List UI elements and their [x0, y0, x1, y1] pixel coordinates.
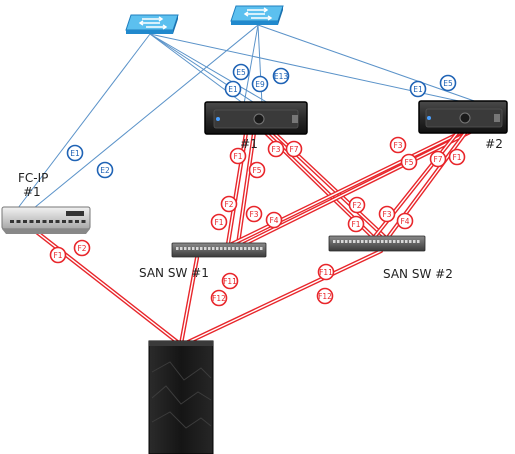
- port-badge-text: F2: [352, 201, 361, 210]
- port-badge-e13: E13: [272, 67, 290, 85]
- port-badge-text: F1: [53, 251, 62, 260]
- port-badge-e5: E5: [439, 74, 457, 92]
- port-badge-text: F11: [223, 277, 237, 286]
- port-badge-text: F12: [212, 294, 226, 303]
- port-badge-text: F4: [400, 217, 409, 226]
- port-badge-f3: F3: [378, 205, 396, 223]
- port-badge-text: E5: [236, 68, 246, 77]
- port-badge-text: F7: [289, 145, 298, 154]
- port-badge-text: F2: [224, 200, 233, 209]
- ethernet-switch-1[interactable]: [125, 14, 179, 34]
- port-badge-text: F12: [318, 292, 332, 301]
- port-badge-text: F2: [77, 244, 86, 253]
- port-badge-text: F4: [269, 216, 278, 225]
- san-switch-icon: [328, 235, 426, 252]
- network-switch-icon: [125, 14, 179, 34]
- port-badge-text: F1: [351, 220, 360, 229]
- port-badge-text: F1: [214, 218, 223, 227]
- port-badge-text: F11: [319, 268, 333, 277]
- port-badge-f1: F1: [229, 147, 247, 165]
- san-switch-1[interactable]: [171, 242, 267, 258]
- ethernet-link: [257, 24, 481, 104]
- port-badge-f3: F3: [389, 136, 407, 154]
- ethernet-link: [243, 24, 259, 105]
- port-badge-e1: E1: [409, 80, 427, 98]
- port-badge-f11: F11: [317, 263, 335, 281]
- port-badge-f12: F12: [316, 287, 334, 305]
- port-badge-e1: E1: [66, 144, 84, 162]
- ethernet-link: [149, 33, 271, 105]
- port-badge-text: F5: [404, 158, 413, 167]
- port-badge-text: F3: [382, 210, 391, 219]
- fc-ip-router[interactable]: [1, 206, 91, 234]
- port-badge-f2: F2: [348, 196, 366, 214]
- port-badge-text: F1: [233, 152, 242, 161]
- server-1[interactable]: [204, 101, 308, 135]
- fcip-label: FC-IP: [18, 171, 48, 185]
- port-badge-f3: F3: [267, 140, 285, 158]
- port-badge-f7: F7: [285, 140, 303, 158]
- port-badge-f3: F3: [245, 205, 263, 223]
- port-badge-text: E1: [70, 149, 80, 158]
- port-badge-f1: F1: [49, 246, 67, 264]
- port-badge-text: E1: [413, 85, 423, 94]
- port-badge-f2: F2: [220, 195, 238, 213]
- server-2-label: #2: [485, 137, 503, 151]
- port-badge-text: F5: [252, 166, 261, 175]
- port-badge-e5: E5: [232, 63, 250, 81]
- port-badge-text: E13: [274, 72, 289, 81]
- port-badge-f1: F1: [347, 215, 365, 233]
- port-badge-text: F3: [393, 141, 402, 150]
- ethernet-switch-2[interactable]: [230, 5, 284, 25]
- port-badge-text: E1: [228, 85, 238, 94]
- port-badge-e2: E2: [96, 161, 114, 179]
- port-badge-text: F3: [249, 210, 258, 219]
- server-1-label: #1: [240, 137, 258, 151]
- port-badge-e1: E1: [224, 80, 242, 98]
- ethernet-link: [17, 33, 151, 209]
- rack-server-icon: [418, 100, 508, 134]
- port-badge-f1: F1: [448, 148, 466, 166]
- san-switch-2[interactable]: [328, 235, 426, 252]
- port-badge-f5: F5: [248, 161, 266, 179]
- server-2[interactable]: [418, 100, 508, 134]
- san-switch-2-label: SAN SW #2: [383, 267, 453, 281]
- port-badge-f4: F4: [396, 212, 414, 230]
- san-switch-1-label: SAN SW #1: [139, 266, 209, 280]
- port-badge-text: E5: [443, 79, 453, 88]
- port-badge-f1: F1: [210, 213, 228, 231]
- fc-ip-router-icon: [1, 206, 91, 234]
- port-badge-f5: F5: [400, 153, 418, 171]
- storage-array-icon: [148, 340, 214, 454]
- port-badge-f11: F11: [221, 272, 239, 290]
- port-badge-f2: F2: [73, 239, 91, 257]
- port-badge-f7: F7: [429, 150, 447, 168]
- ethernet-links: [17, 24, 481, 209]
- port-badge-f12: F12: [210, 289, 228, 307]
- fcip-number-label: #1: [23, 185, 41, 199]
- port-badge-text: F3: [271, 145, 280, 154]
- port-badge-f4: F4: [265, 211, 283, 229]
- storage-array[interactable]: [148, 340, 214, 454]
- network-switch-icon: [230, 5, 284, 25]
- port-badge-text: F7: [433, 155, 442, 164]
- port-badge-text: E2: [100, 166, 110, 175]
- port-badge-e9: E9: [251, 75, 269, 93]
- port-badge-text: F1: [452, 153, 461, 162]
- ethernet-link: [33, 24, 259, 209]
- port-badge-text: E9: [255, 80, 265, 89]
- rack-server-icon: [204, 101, 308, 135]
- san-switch-icon: [171, 242, 267, 258]
